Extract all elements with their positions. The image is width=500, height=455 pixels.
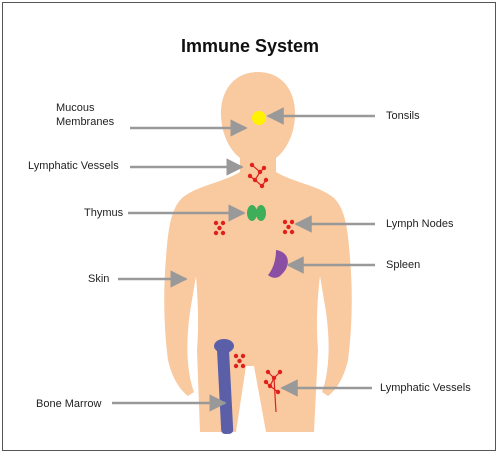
label-mucous-line2: Membranes [56,116,115,128]
label-lymphatic-vessels-upper: Lymphatic Vessels [28,160,119,172]
body-outline [164,72,352,432]
label-bone-marrow: Bone Marrow [36,398,102,410]
label-lymph-nodes: Lymph Nodes [386,218,454,230]
lymphatic-vessels-leg [263,369,283,413]
lymph-nodes-groin [233,353,246,369]
diagram-title: Immune System [180,36,320,56]
lymphatic-vessels-neck [247,162,269,189]
label-thymus: Thymus [84,207,124,219]
label-skin: Skin [88,273,110,285]
lymph-nodes-left [213,220,226,236]
label-lymphatic-vessels-lower: Lymphatic Vessels [380,382,471,394]
label-mucous-membranes: Mucous Membranes [56,101,114,129]
spleen-organ [268,250,288,278]
label-tonsils: Tonsils [386,110,420,122]
body-silhouette [164,72,352,432]
bone-marrow-head [214,339,234,353]
label-mucous-line1: Mucous [56,102,95,114]
lymph-nodes-right [282,219,295,235]
label-spleen: Spleen [386,259,421,271]
tonsils-organ [252,111,266,125]
thymus-organ [247,205,266,221]
